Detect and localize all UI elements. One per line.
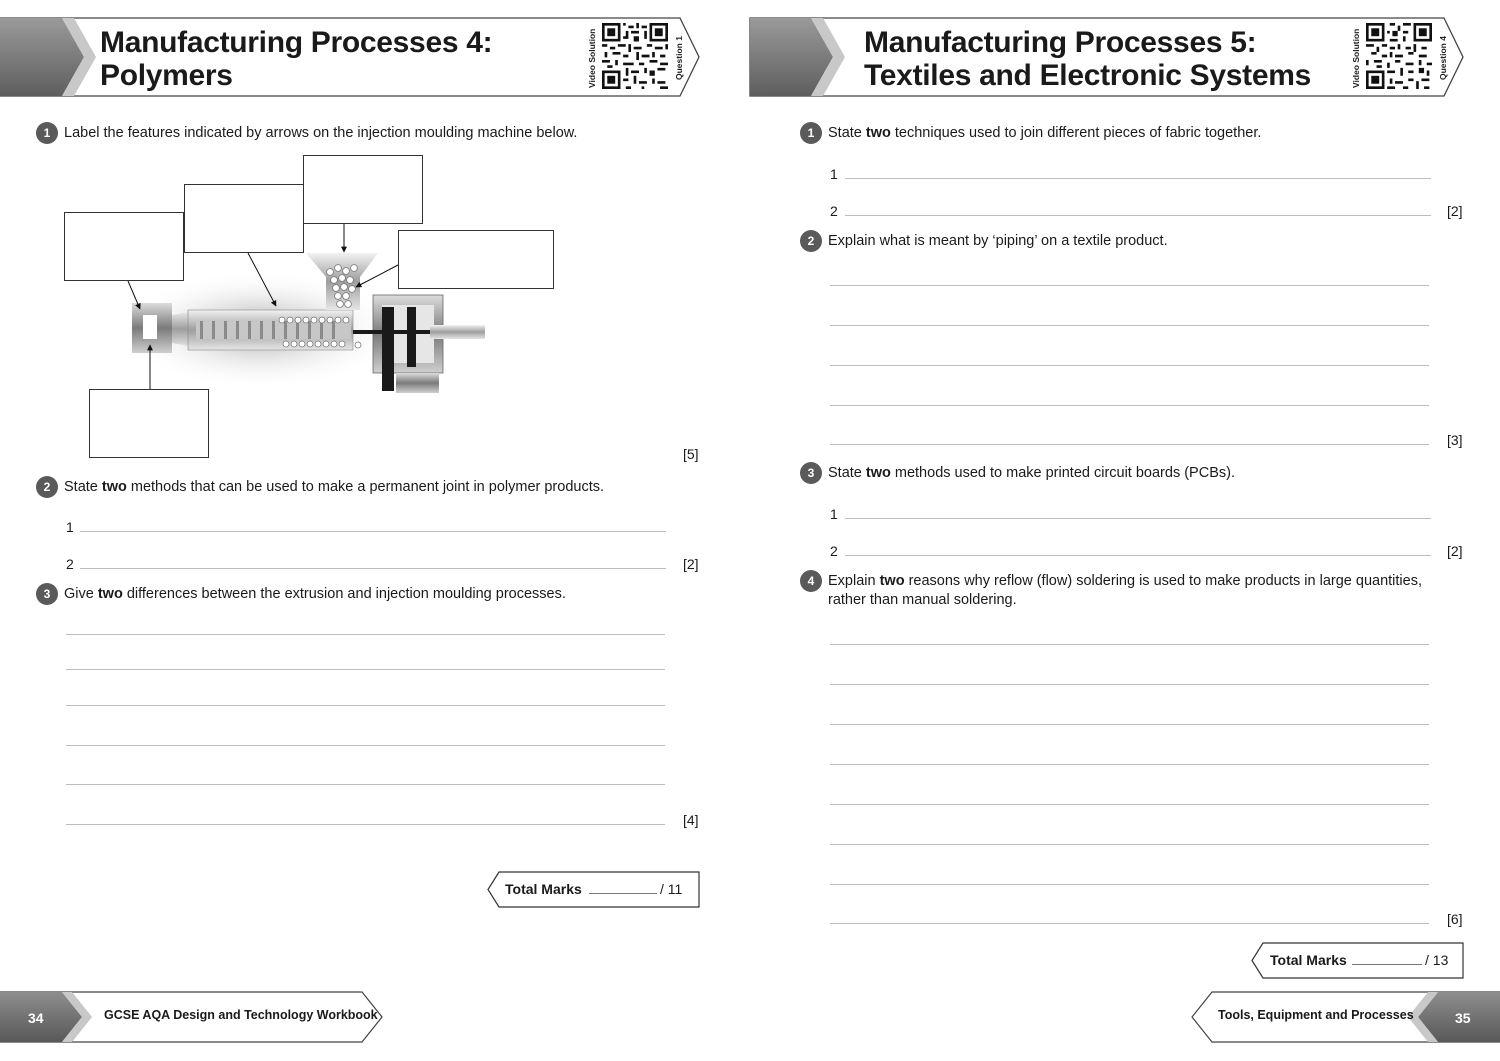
right-total-marks-box	[1251, 942, 1464, 979]
left-header-banner	[0, 17, 700, 97]
right-q1-text: State two techniques used to join differ…	[828, 125, 1262, 141]
left-total-marks-box	[487, 871, 700, 908]
right-total-marks-label: Total Marks	[1270, 952, 1347, 968]
right-q2-answer-line[interactable]	[830, 325, 1429, 326]
right-q3-answer-line-1[interactable]	[845, 518, 1431, 519]
left-qr-code-icon[interactable]	[602, 23, 668, 89]
left-q2-line1-number: 1	[66, 519, 74, 535]
left-q2-line2-number: 2	[66, 556, 74, 572]
right-q4-number-badge: 4	[800, 570, 822, 592]
left-q2-answer-line-2[interactable]	[80, 568, 666, 569]
right-q4-answer-line[interactable]	[830, 684, 1429, 685]
right-footer-banner	[1191, 991, 1500, 1043]
left-total-marks-denominator: / 11	[660, 881, 683, 897]
right-q1-answer-line-2[interactable]	[845, 215, 1431, 216]
right-q1-answer-line-1[interactable]	[845, 178, 1431, 179]
right-q1-marks: [2]	[1447, 203, 1463, 219]
right-q2-answer-line[interactable]	[830, 444, 1429, 445]
right-q3-line2-number: 2	[830, 543, 838, 559]
right-video-solution-label: Video Solution	[1351, 28, 1361, 88]
left-q3-answer-line[interactable]	[66, 784, 665, 785]
right-qr-code-icon[interactable]	[1366, 23, 1432, 89]
right-header-banner	[749, 17, 1464, 97]
left-total-marks-input[interactable]	[589, 893, 657, 894]
right-q2-answer-line[interactable]	[830, 285, 1429, 286]
injection-moulding-machine-diagram	[120, 253, 485, 393]
left-q1-marks: [5]	[683, 446, 699, 462]
left-q3-answer-line[interactable]	[66, 745, 665, 746]
label-box-mould[interactable]	[64, 212, 184, 281]
left-q2-marks: [2]	[683, 556, 699, 572]
right-page-title-line1: Manufacturing Processes 5:	[864, 26, 1257, 59]
left-q2-answer-line-1[interactable]	[80, 531, 666, 532]
right-page-number: 35	[1455, 1010, 1471, 1026]
left-q3-answer-line[interactable]	[66, 824, 665, 825]
right-q4-text-continued: rather than manual soldering.	[828, 592, 1017, 608]
right-q3-answer-line-2[interactable]	[845, 555, 1431, 556]
label-arrows	[127, 224, 399, 389]
left-q3-answer-line[interactable]	[66, 669, 665, 670]
right-q2-text: Explain what is meant by ‘piping’ on a t…	[828, 233, 1168, 249]
right-q4-answer-line[interactable]	[830, 644, 1429, 645]
right-total-marks-denominator: / 13	[1425, 952, 1449, 968]
right-q4-answer-line[interactable]	[830, 724, 1429, 725]
right-q4-answer-line[interactable]	[830, 804, 1429, 805]
right-question-ref-label: Question 4	[1438, 36, 1448, 80]
label-box-granules[interactable]	[398, 230, 554, 289]
left-q1-number-badge: 1	[36, 122, 58, 144]
left-q3-answer-line[interactable]	[66, 634, 665, 635]
left-q3-answer-line[interactable]	[66, 705, 665, 706]
right-q3-number-badge: 3	[800, 462, 822, 484]
left-q3-text: Give two differences between the extrusi…	[64, 586, 566, 602]
label-box-hopper[interactable]	[303, 155, 423, 224]
right-q4-answer-line[interactable]	[830, 844, 1429, 845]
left-q2-number-badge: 2	[36, 476, 58, 498]
right-q4-answer-line[interactable]	[830, 764, 1429, 765]
right-q1-line1-number: 1	[830, 166, 838, 182]
right-q3-text: State two methods used to make printed c…	[828, 465, 1235, 481]
right-q3-line1-number: 1	[830, 506, 838, 522]
left-footer-book-title: GCSE AQA Design and Technology Workbook	[104, 1008, 378, 1022]
right-q1-line2-number: 2	[830, 203, 838, 219]
right-q1-number-badge: 1	[800, 122, 822, 144]
right-q2-answer-line[interactable]	[830, 405, 1429, 406]
left-page-number: 34	[28, 1010, 44, 1026]
left-total-marks-label: Total Marks	[505, 881, 582, 897]
left-page-title-line2: Polymers	[100, 59, 233, 92]
right-q4-marks: [6]	[1447, 911, 1463, 927]
left-q2-text: State two methods that can be used to ma…	[64, 479, 605, 495]
right-q2-number-badge: 2	[800, 230, 822, 252]
right-footer-section-title: Tools, Equipment and Processes	[1218, 1008, 1414, 1022]
left-page-title-line1: Manufacturing Processes 4:	[100, 26, 493, 59]
left-footer-banner	[0, 991, 383, 1043]
left-q3-marks: [4]	[683, 812, 699, 828]
right-q2-answer-line[interactable]	[830, 365, 1429, 366]
label-box-nozzle[interactable]	[89, 389, 209, 458]
right-q3-marks: [2]	[1447, 543, 1463, 559]
right-q4-text: Explain two reasons why reflow (flow) so…	[828, 573, 1422, 589]
left-q1-text: Label the features indicated by arrows o…	[64, 125, 578, 141]
right-q4-answer-line[interactable]	[830, 923, 1429, 924]
label-box-heater[interactable]	[184, 184, 304, 253]
right-q2-marks: [3]	[1447, 432, 1463, 448]
right-total-marks-input[interactable]	[1352, 964, 1422, 965]
right-page-title-line2: Textiles and Electronic Systems	[864, 59, 1311, 92]
left-q3-number-badge: 3	[36, 583, 58, 605]
right-q4-answer-line[interactable]	[830, 884, 1429, 885]
